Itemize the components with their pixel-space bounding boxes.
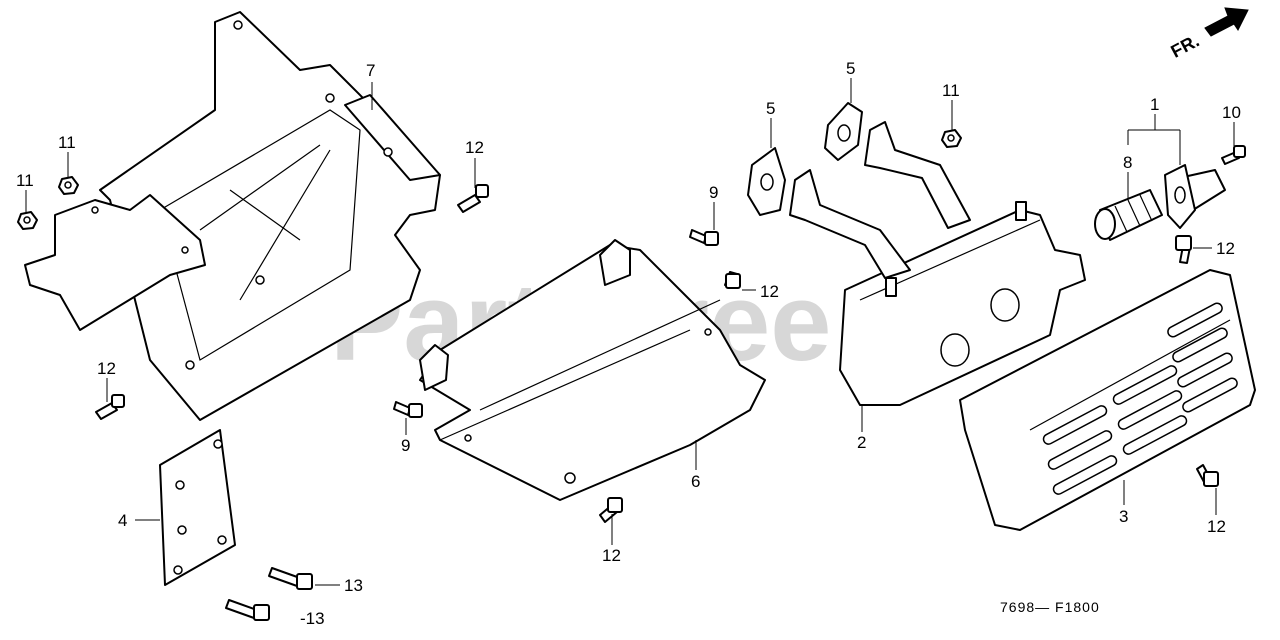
callout-2: 2: [857, 433, 866, 452]
bolt-10[interactable]: [1221, 145, 1246, 165]
callout-5-right: 5: [846, 59, 855, 78]
diagram-reference-code: 7698— F1800: [1000, 599, 1100, 615]
callout-3: 3: [1119, 507, 1128, 526]
callout-labels: 7 12 11 11 12 4 13 -13 9 12 9 12 6 5 5 1…: [16, 59, 1241, 628]
callout-9-upper: 9: [709, 183, 718, 202]
callout-12-top-center: 12: [465, 138, 484, 157]
callout-13-lower: -13: [300, 609, 325, 628]
callout-10: 10: [1222, 103, 1241, 122]
bolt-12-right-lower[interactable]: [1196, 464, 1219, 487]
part-4-plate[interactable]: [159, 429, 236, 586]
bolt-13-lower[interactable]: [225, 599, 270, 621]
nut-11-right[interactable]: [941, 129, 962, 148]
nut-11-left[interactable]: [58, 176, 79, 195]
part-2-muffler[interactable]: [839, 201, 1086, 406]
callout-6: 6: [691, 472, 700, 491]
callout-12-bottom-center: 12: [602, 546, 621, 565]
part-8-spark-arrester[interactable]: [1094, 189, 1163, 241]
bolt-9-upper[interactable]: [689, 229, 719, 246]
part-5-gasket-left[interactable]: [747, 147, 786, 216]
callout-4: 4: [118, 511, 127, 530]
part-5-gasket-right[interactable]: [824, 102, 863, 161]
bolt-12-left[interactable]: [95, 394, 125, 420]
bolt-13-upper[interactable]: [268, 567, 313, 590]
callout-7: 7: [366, 61, 375, 80]
callout-13-upper: 13: [344, 576, 363, 595]
bolt-9-lower[interactable]: [393, 401, 423, 418]
callout-12-left: 12: [97, 359, 116, 378]
callout-9-lower: 9: [401, 436, 410, 455]
protector-slots: [1042, 302, 1238, 495]
callout-5-left: 5: [766, 99, 775, 118]
bolt-12-center[interactable]: [724, 271, 741, 289]
callout-12-right-upper: 12: [1216, 239, 1235, 258]
callout-8: 8: [1123, 153, 1132, 172]
callout-11-far-left: 11: [16, 171, 34, 190]
callout-12-right-lower: 12: [1207, 517, 1226, 536]
part-3-muffler-protector[interactable]: [959, 269, 1256, 531]
callout-11-right: 11: [942, 81, 960, 100]
part-7-frame-bracket[interactable]: [99, 11, 441, 421]
exhaust-pipe-left[interactable]: [789, 169, 911, 279]
callout-11-left: 11: [58, 133, 76, 152]
callout-1: 1: [1150, 95, 1159, 114]
front-direction-arrow-icon: [1204, 7, 1249, 37]
front-direction-label: FR.: [1168, 30, 1203, 61]
bolt-12-bottom-center[interactable]: [599, 497, 623, 523]
exhaust-pipe-right[interactable]: [864, 121, 971, 229]
part-6-heat-shield[interactable]: [419, 239, 766, 501]
part-7-side-plate[interactable]: [24, 194, 206, 331]
bolt-12-right-upper[interactable]: [1175, 235, 1192, 264]
callout-12-center: 12: [760, 282, 779, 301]
leader-lines: [25, 78, 1235, 586]
part-1-tail-pipe[interactable]: [1164, 164, 1226, 229]
nut-11-far-left[interactable]: [17, 211, 38, 230]
front-direction-indicator: FR.: [1168, 7, 1249, 62]
bolt-12-top-center[interactable]: [457, 184, 489, 213]
